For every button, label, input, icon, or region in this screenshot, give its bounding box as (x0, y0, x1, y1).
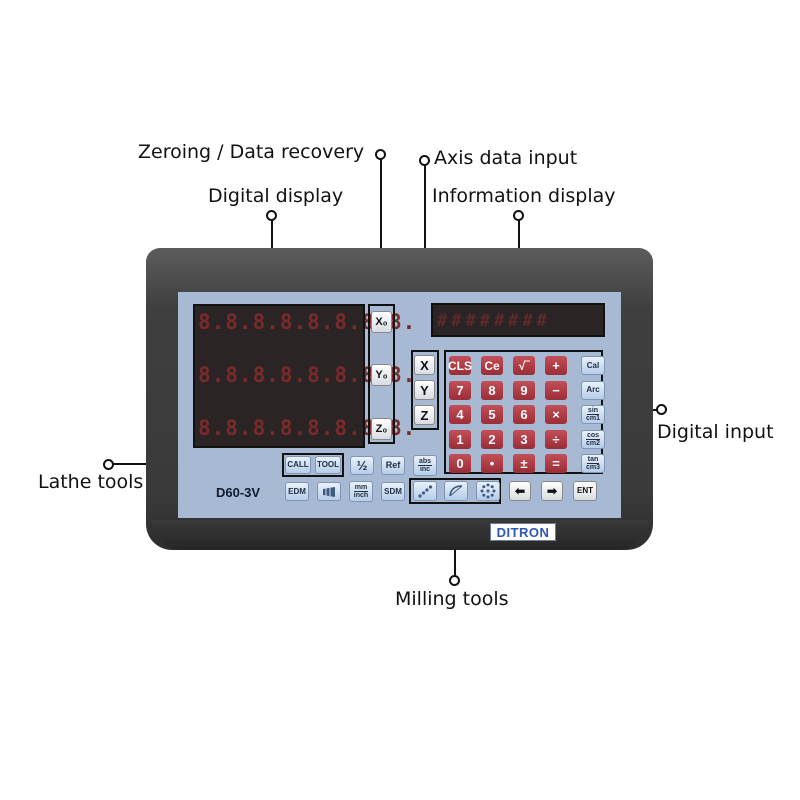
keypad-key-2-2[interactable]: 6 (513, 405, 535, 424)
keypad-key-bottom-label: cm2 (585, 439, 600, 447)
brand-logo: DITRON (490, 523, 556, 541)
arc-process-icon (449, 485, 463, 497)
sdm-button[interactable]: SDM (381, 482, 405, 501)
axis-y-button[interactable]: Y (414, 380, 435, 400)
keypad-key-3-2[interactable]: 3 (513, 429, 535, 449)
axis-z-button[interactable]: Z (414, 405, 435, 425)
callout-milling-label: Milling tools (395, 588, 509, 610)
keypad-key-bottom-label: cm3 (585, 464, 600, 471)
call-button[interactable]: CALL (285, 456, 311, 474)
model-label: D60-3V (216, 485, 261, 500)
callout-display-label: Digital display (208, 185, 344, 207)
zero-z-button[interactable]: Z₀ (371, 418, 392, 440)
info-display-text: ######## (437, 311, 551, 331)
keypad-key-top-label: sin (586, 407, 600, 415)
half-button[interactable]: ½ (350, 456, 374, 475)
keypad-key-0-1[interactable]: Ce (481, 356, 503, 375)
keypad-key-1-3[interactable]: − (545, 380, 567, 400)
milling-tools-outline (409, 478, 501, 504)
keypad-key-bottom-label: cm1 (585, 415, 600, 422)
keypad-key-1-2[interactable]: 9 (513, 380, 535, 400)
keypad-key-3-0[interactable]: 1 (449, 429, 471, 449)
keypad-key-3-1[interactable]: 2 (481, 429, 503, 449)
callout-input-label: Digital input (657, 421, 774, 443)
zero-x-button[interactable]: X₀ (371, 311, 392, 333)
keypad-key-4-3[interactable]: = (545, 454, 567, 473)
callout-lathe-label: Lathe tools (38, 471, 144, 493)
ref-button[interactable]: Ref (381, 456, 405, 475)
keypad-key-top-label: tan (586, 456, 600, 464)
ent-button[interactable]: ENT (573, 481, 597, 501)
keypad-key-4-1[interactable]: • (481, 454, 503, 473)
edm-button[interactable]: EDM (285, 482, 309, 501)
keypad-key-0-4[interactable]: Cal (581, 356, 605, 375)
inch-label: inch (353, 492, 369, 499)
axis-keys-outline (411, 350, 439, 430)
abs-label: abs (417, 458, 433, 466)
pcd-circle-icon (480, 483, 496, 499)
zero-y-button[interactable]: Y₀ (371, 364, 392, 386)
line-hole-icon (418, 485, 433, 498)
keypad-key-2-1[interactable]: 5 (481, 405, 503, 424)
keypad-key-4-2[interactable]: ± (513, 454, 535, 473)
keypad-key-0-0[interactable]: CLS (448, 356, 472, 375)
lathe-tools-outline (282, 453, 344, 477)
device-base (152, 520, 648, 550)
right-arrow-button[interactable]: ➡ (541, 481, 563, 501)
arc-process-button[interactable] (444, 481, 468, 501)
callout-info-label: Information display (432, 185, 616, 207)
keypad-key-1-1[interactable]: 8 (481, 380, 503, 400)
inc-label: inc (419, 466, 431, 473)
keypad-key-3-3[interactable]: ÷ (545, 429, 567, 449)
zero-keys-outline (368, 304, 395, 444)
taper-icon (323, 486, 335, 497)
keypad-key-1-0[interactable]: 7 (449, 380, 471, 400)
digital-display (195, 306, 363, 446)
information-display-outline (431, 303, 605, 337)
callout-zeroing-label: Zeroing / Data recovery (138, 141, 365, 163)
callout-axis-label: Axis data input (434, 147, 578, 169)
keypad-key-0-3[interactable]: + (545, 356, 567, 375)
callout-milling-dot (449, 575, 460, 586)
information-display (433, 305, 603, 335)
keypad-key-2-0[interactable]: 4 (449, 405, 471, 424)
keypad-key-top-label: cos (585, 431, 601, 440)
axis-x-button[interactable]: X (414, 355, 435, 375)
tool-button[interactable]: TOOL (315, 456, 341, 474)
line-hole-button[interactable] (413, 481, 437, 501)
keypad-key-1-4[interactable]: Arc (581, 380, 605, 400)
digital-display-outline (193, 304, 365, 448)
taper-button[interactable] (317, 482, 341, 501)
keypad-key-2-3[interactable]: × (545, 405, 567, 424)
keypad-key-4-0[interactable]: 0 (449, 454, 471, 473)
callout-input-dot (656, 404, 667, 415)
left-arrow-button[interactable]: ⬅ (509, 481, 531, 501)
mm-label: mm (353, 484, 369, 492)
pcd-button[interactable] (476, 481, 500, 501)
keypad-key-0-2[interactable]: √‾ (513, 356, 535, 375)
callout-zeroing-line (380, 158, 382, 307)
